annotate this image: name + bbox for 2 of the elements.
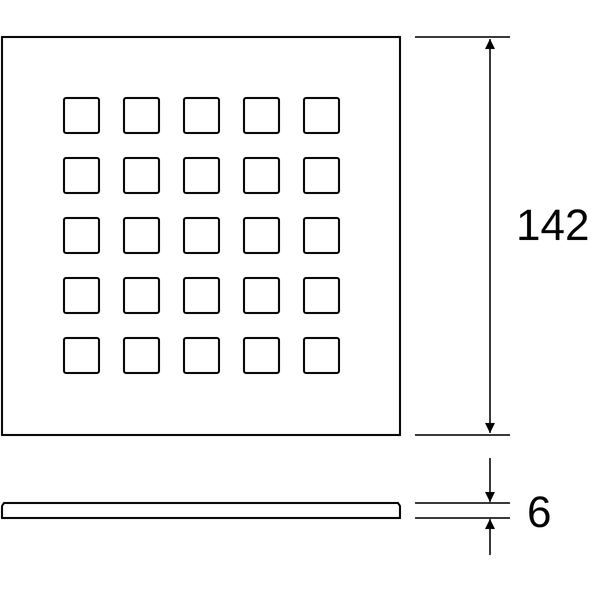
dimension-label: 142 xyxy=(516,204,590,248)
dimension-label: 6 xyxy=(527,491,552,535)
